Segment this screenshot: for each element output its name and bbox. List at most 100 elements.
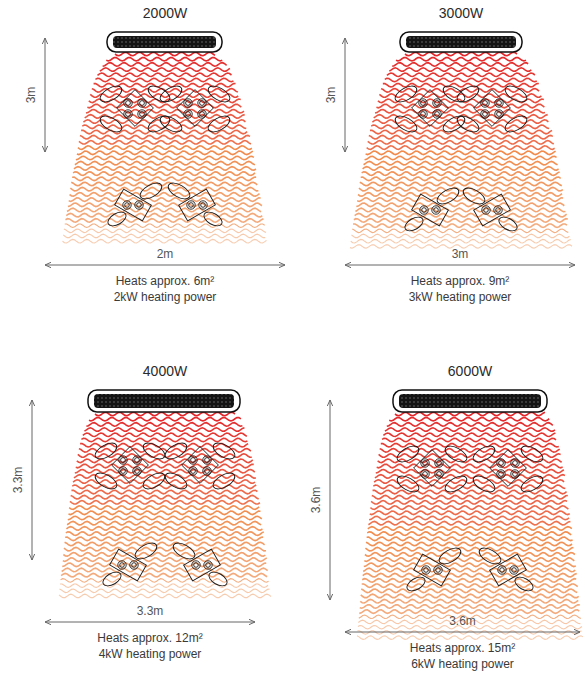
dimension-line	[345, 632, 580, 633]
table-set	[158, 83, 233, 135]
heater-grill	[406, 36, 516, 48]
heat-wave	[368, 141, 554, 144]
heat-wave	[66, 219, 264, 223]
heat-wave	[79, 449, 251, 453]
heat-wave	[385, 428, 555, 431]
dimension-label: 3.3m	[12, 467, 25, 494]
area-caption: Heats approx. 6m²	[116, 275, 215, 288]
heat-wave	[90, 94, 238, 97]
dimension-label: 3.6m	[310, 487, 323, 514]
heat-wave	[363, 167, 559, 170]
table-set	[93, 440, 168, 492]
table-set	[98, 83, 173, 135]
heat-wave	[355, 208, 565, 211]
table-set	[455, 83, 530, 135]
heat-wave	[66, 213, 262, 216]
table-set	[405, 545, 464, 594]
power-caption: 2kW heating power	[114, 291, 217, 304]
heat-wave	[61, 579, 269, 583]
heater-housing	[393, 390, 547, 412]
heat-wave	[95, 78, 233, 81]
heat-waves	[63, 52, 267, 243]
heat-wave	[87, 104, 241, 107]
heat-wave	[361, 177, 561, 180]
heat-wave	[367, 537, 573, 540]
heat-wave	[62, 568, 268, 571]
heat-wave	[405, 52, 517, 56]
heat-wave	[383, 433, 555, 436]
heat-wave	[389, 418, 549, 421]
dimension-label: 3m	[452, 248, 469, 261]
heat-wave	[377, 464, 563, 467]
dimension-label: 3.3m	[137, 605, 164, 618]
heat-wave	[357, 198, 563, 201]
heater-panel	[32, 390, 271, 622]
heat-wave	[379, 454, 561, 457]
heat-wave	[383, 84, 539, 87]
heat-wave	[60, 584, 268, 587]
heat-wave	[387, 73, 535, 76]
heater-housing	[400, 32, 522, 52]
heat-wave	[392, 63, 528, 67]
heat-wave	[75, 469, 255, 473]
power-caption: 3kW heating power	[409, 291, 512, 304]
table-set	[471, 443, 546, 495]
heat-wave	[365, 156, 557, 159]
heater-panel	[45, 32, 285, 265]
heat-wave	[364, 161, 558, 164]
heat-wave	[356, 203, 564, 206]
heat-wave	[60, 589, 270, 593]
heat-wave	[68, 203, 262, 206]
heat-wave	[358, 193, 562, 197]
heat-wave	[61, 573, 267, 576]
dimension-line	[45, 38, 46, 152]
heat-wave	[70, 501, 260, 504]
heat-wave	[74, 167, 256, 170]
heat-wave	[361, 594, 579, 597]
heater-wattage: 2000W	[143, 6, 187, 21]
heat-wave	[359, 610, 579, 613]
heat-wave	[81, 438, 247, 441]
heat-wave	[70, 193, 260, 197]
heat-wave	[73, 172, 255, 176]
heat-wave	[372, 495, 568, 499]
heat-wave	[375, 109, 545, 113]
heat-wave	[69, 506, 259, 510]
table-set	[101, 540, 160, 589]
heat-wave	[69, 198, 261, 201]
heater-grill	[399, 394, 541, 408]
heat-wave	[106, 58, 222, 61]
heater-wattage: 3000W	[439, 6, 483, 21]
heat-wave	[86, 109, 244, 113]
dimension-line	[330, 400, 331, 600]
heat-wave	[368, 521, 570, 524]
heat-wave	[83, 120, 245, 123]
heat-wave	[370, 506, 568, 510]
table-set	[166, 180, 225, 229]
heater-wattage: 6000W	[448, 364, 492, 379]
heat-wave	[368, 527, 572, 530]
heat-wave	[376, 469, 564, 473]
heat-wave	[362, 579, 576, 583]
dimension-label: 3m	[325, 87, 338, 104]
heat-wave	[71, 490, 257, 493]
heat-wave	[98, 73, 232, 76]
heat-wave	[369, 135, 553, 139]
area-caption: Heats approx. 9m²	[411, 275, 510, 288]
heat-wave	[70, 187, 258, 190]
dimension-label: 3m	[25, 87, 38, 104]
heat-wave	[365, 553, 575, 557]
heat-wave	[355, 213, 567, 216]
table-set	[477, 545, 536, 594]
heat-wave	[362, 584, 578, 587]
heat-wave	[64, 547, 266, 550]
heat-wave	[387, 423, 553, 427]
table-set	[403, 185, 462, 234]
heat-wave	[396, 58, 526, 61]
heater-grill	[94, 394, 234, 408]
heat-wave	[354, 219, 568, 223]
table-set	[163, 440, 238, 492]
heat-wave	[63, 558, 267, 561]
heat-wave	[371, 501, 567, 504]
